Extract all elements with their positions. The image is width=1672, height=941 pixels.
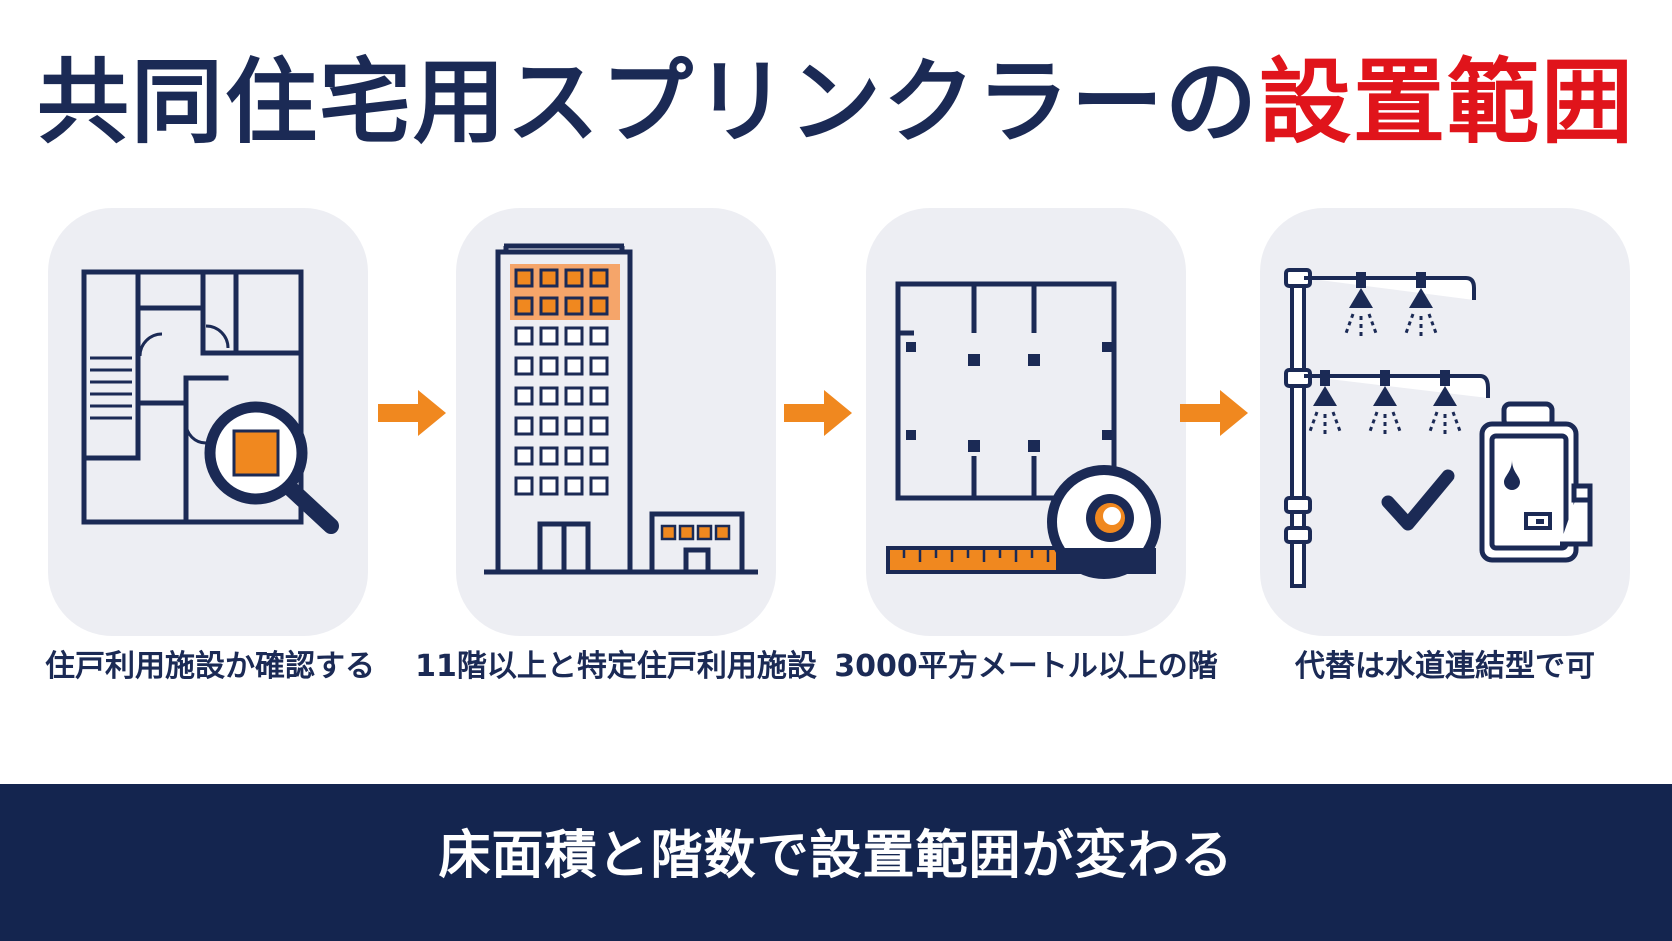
step-caption-1: 住戸利用施設か確認する <box>45 649 375 684</box>
summary-banner-text: 床面積と階数で設置範囲が変わる <box>438 826 1234 886</box>
title-main: 共同住宅用スプリンクラーの <box>36 49 1259 156</box>
step-card-check-usage <box>48 208 368 636</box>
step-caption-3: 3000平方メートル以上の階 <box>834 649 1218 684</box>
title-accent: 設置範囲 <box>1259 49 1636 156</box>
right-arrow-icon <box>784 388 854 438</box>
step-caption-2: 11階以上と特定住戸利用施設 <box>415 649 817 684</box>
step-card-eleven-floors <box>456 208 776 636</box>
high-rise-building-icon <box>484 243 758 575</box>
floor-plan-magnifier-icon <box>81 269 339 534</box>
step-caption-4: 代替は水道連結型で可 <box>1295 649 1595 684</box>
step-card-water-connected <box>1260 208 1630 636</box>
summary-banner: 床面積と階数で設置範囲が変わる <box>0 784 1672 941</box>
floor-area-tape-measure-icon <box>886 281 1161 579</box>
step-card-floor-area <box>866 208 1186 636</box>
right-arrow-icon <box>1180 388 1250 438</box>
page-title: 共同住宅用スプリンクラーの設置範囲 <box>0 38 1672 168</box>
right-arrow-icon <box>378 388 448 438</box>
water-connected-sprinkler-icon <box>1284 268 1593 588</box>
